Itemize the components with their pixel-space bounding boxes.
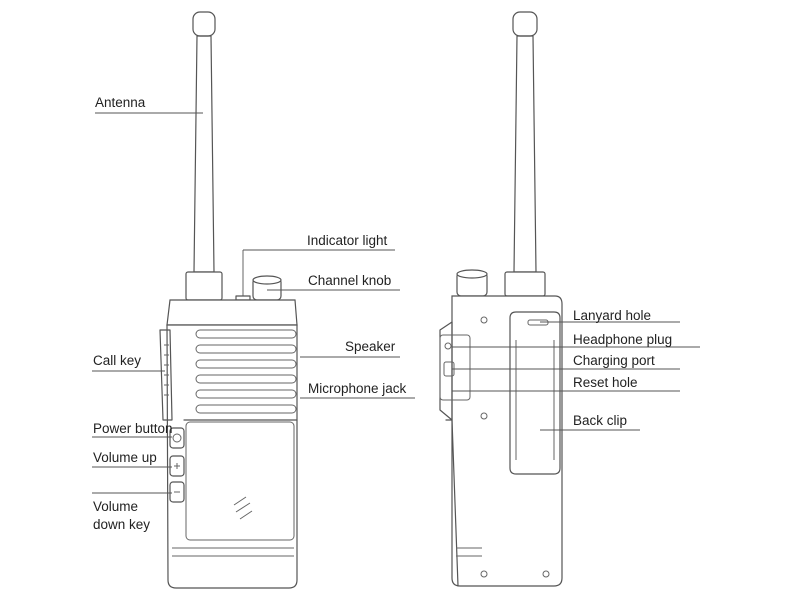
back-view xyxy=(439,11,563,587)
lanyard-hole xyxy=(527,319,549,326)
label-reset-hole: Reset hole xyxy=(573,375,638,390)
label-microphone-jack: Microphone jack xyxy=(308,381,407,396)
back-channel-knob xyxy=(456,269,488,297)
front-antenna xyxy=(185,11,223,301)
label-back-clip: Back clip xyxy=(573,413,628,428)
back-clip xyxy=(509,311,561,475)
label-antenna: Antenna xyxy=(95,95,146,110)
label-volume-up: Volume up xyxy=(93,450,157,465)
label-speaker: Speaker xyxy=(345,339,396,354)
label-volume-down-line2: down key xyxy=(93,517,151,532)
label-lanyard-hole: Lanyard hole xyxy=(573,308,652,323)
label-headphone-plug: Headphone plug xyxy=(573,332,673,347)
front-channel-knob xyxy=(252,275,282,301)
front-logo xyxy=(233,496,253,520)
label-charging-port: Charging port xyxy=(573,353,655,368)
leader-lines xyxy=(92,112,700,494)
label-volume-down-line1: Volume xyxy=(93,499,139,514)
front-power-button xyxy=(169,427,185,449)
back-screws xyxy=(480,316,550,578)
label-channel-knob: Channel knob xyxy=(308,273,392,288)
front-speaker-grille xyxy=(195,329,297,414)
front-body xyxy=(166,324,298,589)
label-indicator-light: Indicator light xyxy=(307,233,388,248)
front-top-cap xyxy=(166,299,298,326)
front-view xyxy=(159,11,298,589)
back-antenna xyxy=(504,11,546,297)
front-call-key xyxy=(159,329,173,421)
back-side-port-cover xyxy=(439,334,471,401)
label-call-key: Call key xyxy=(93,353,142,368)
label-power-button: Power button xyxy=(93,421,173,436)
